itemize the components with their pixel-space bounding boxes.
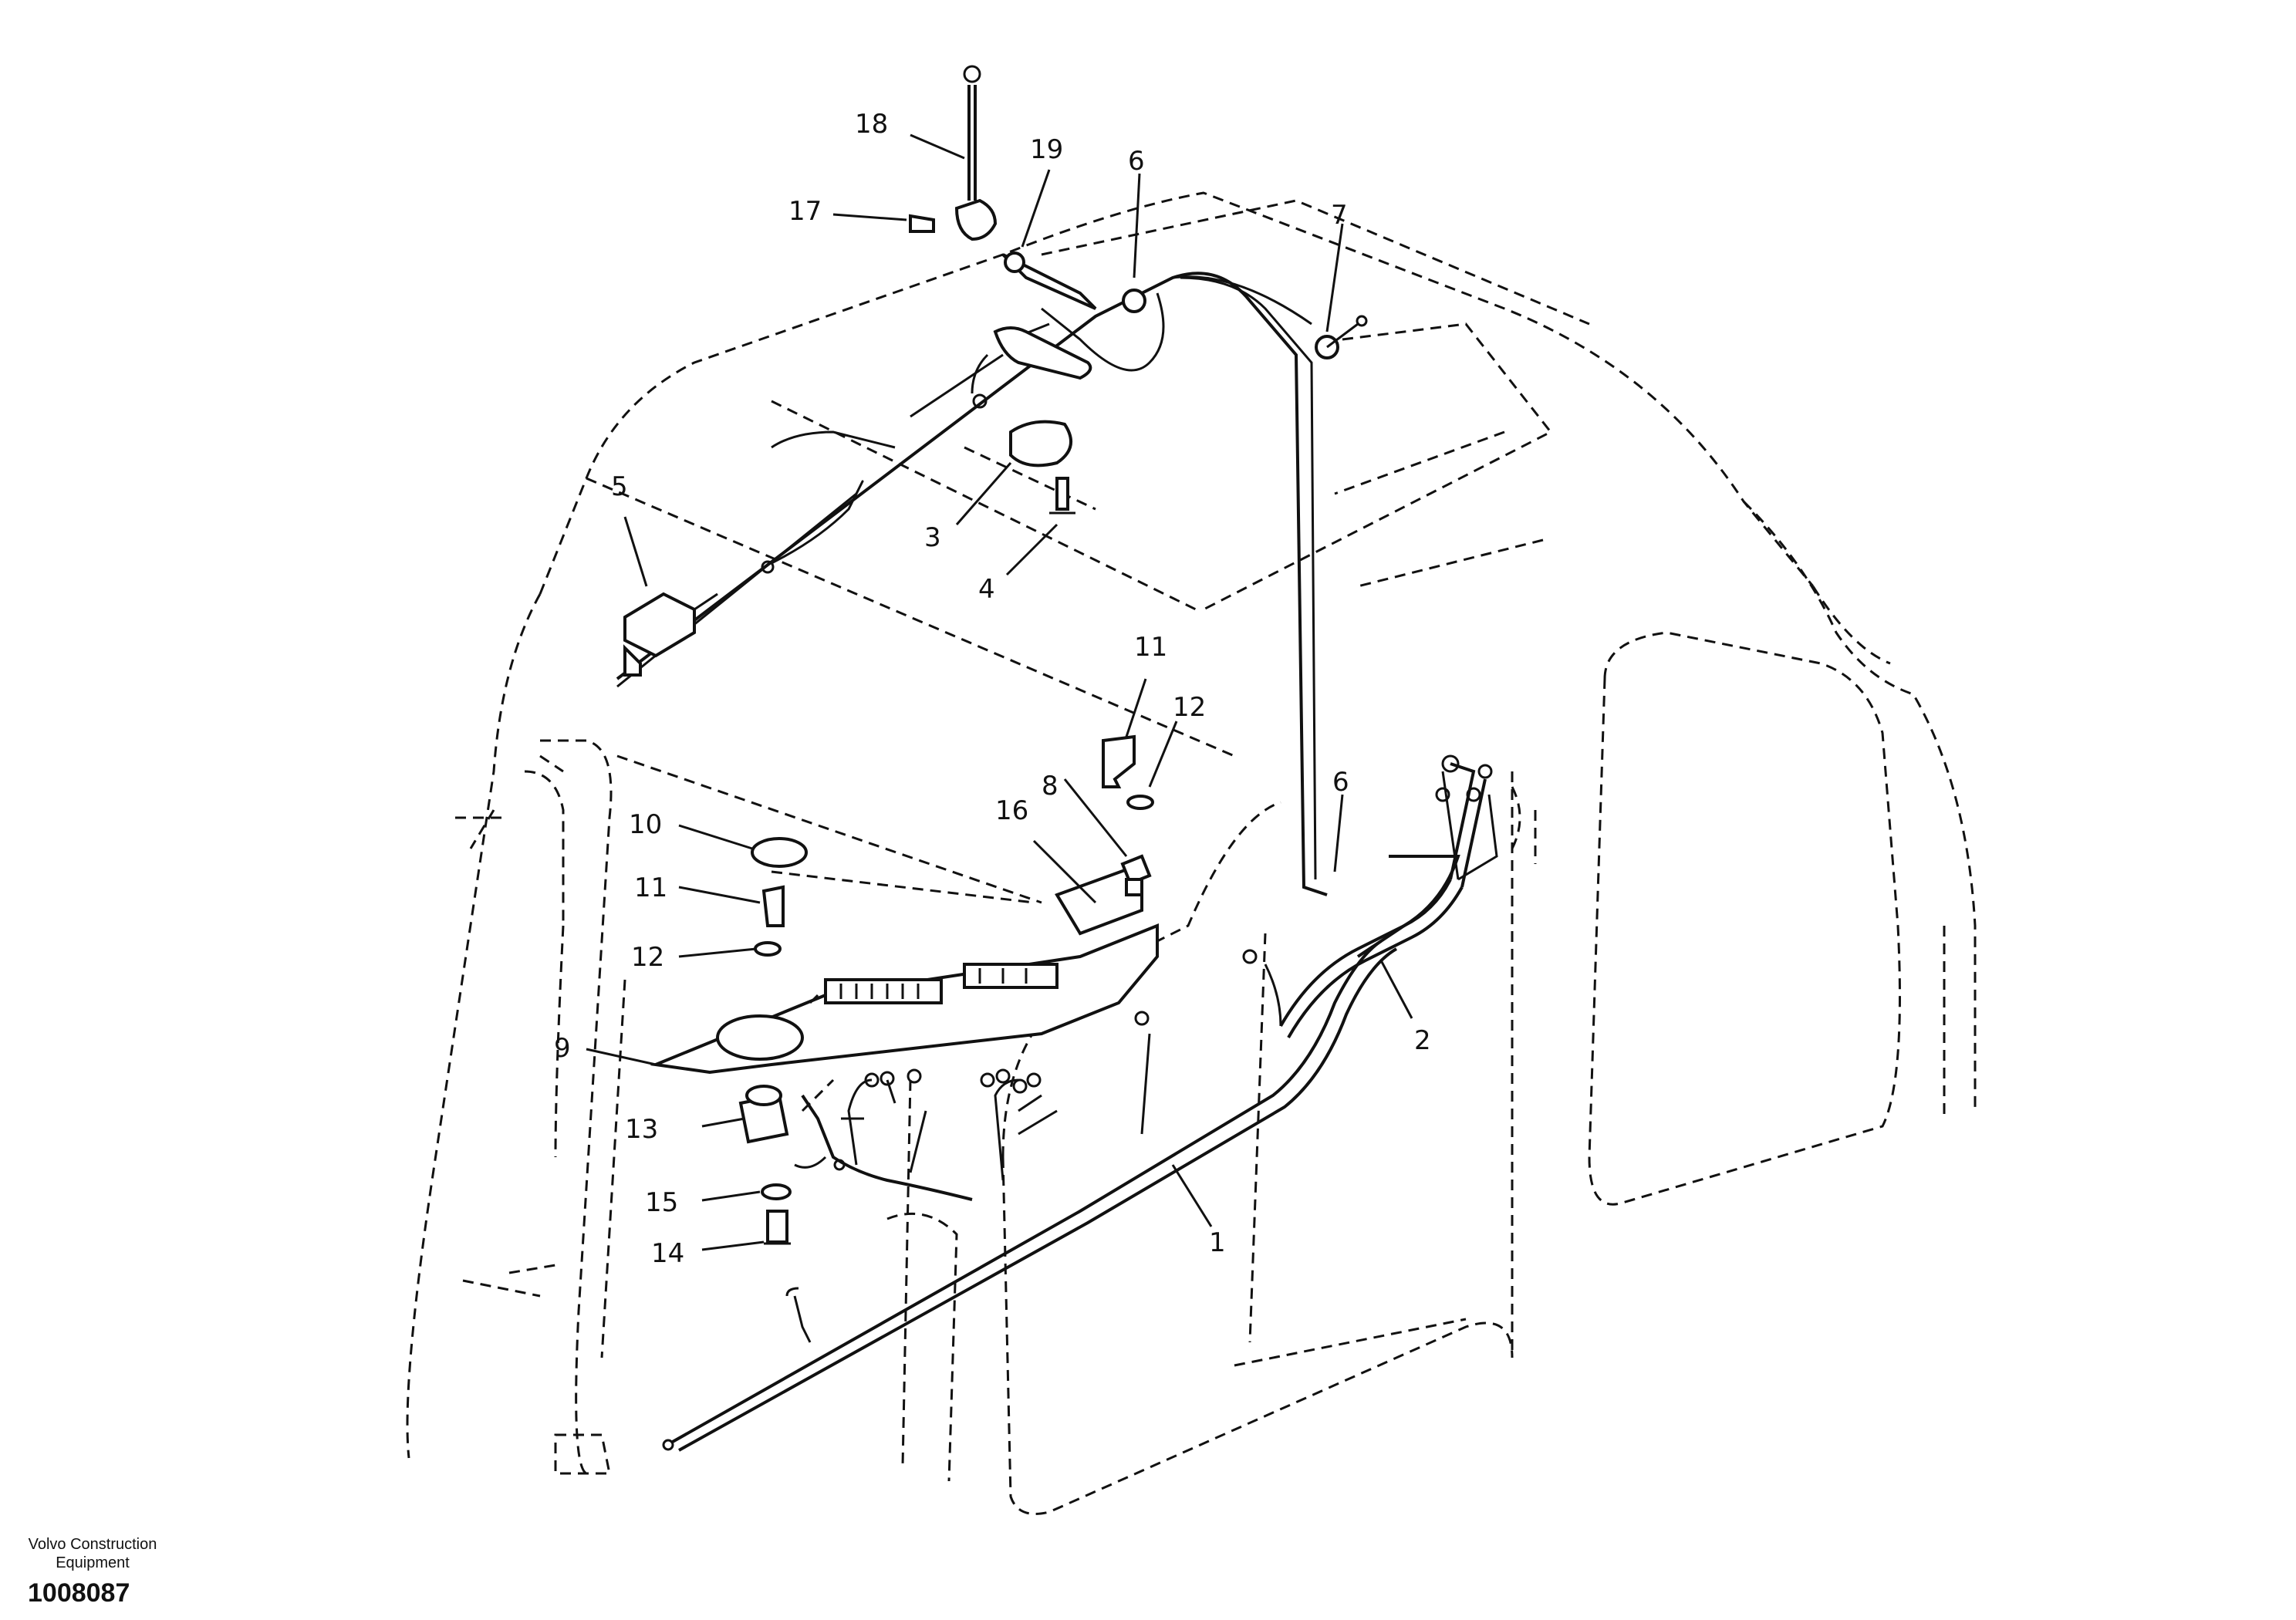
switch-5 [623, 592, 718, 677]
callout-19: 19 [1030, 134, 1063, 165]
callout-12-upper: 12 [1173, 692, 1206, 723]
harness-2 [1279, 754, 1498, 1038]
callout-18: 17 [788, 196, 822, 227]
callout-1: 1 [1209, 1227, 1226, 1258]
callout-16: 16 [995, 795, 1028, 826]
callout-11-upper: 11 [1134, 632, 1167, 663]
callout-6-top: 6 [1128, 146, 1145, 177]
document-number: 1008087 [28, 1578, 130, 1608]
callout-12-lower: 12 [631, 942, 664, 973]
callout-10: 10 [629, 809, 662, 840]
callout-5: 5 [611, 471, 628, 502]
callout-15: 15 [645, 1187, 678, 1218]
callout-17: 18 [855, 109, 888, 140]
callout-8: 8 [1042, 771, 1059, 802]
callout-4: 4 [978, 574, 995, 605]
callout-11-lower: 11 [634, 872, 667, 903]
callout-2: 2 [1414, 1025, 1431, 1056]
callout-6-lower: 6 [1332, 767, 1349, 798]
leader-lines [586, 133, 1413, 1251]
company-line-1: Volvo Construction [28, 1536, 157, 1553]
console-panel [650, 734, 1159, 1245]
callout-14: 14 [651, 1238, 684, 1269]
callout-13: 13 [625, 1114, 658, 1145]
callout-3: 3 [924, 522, 941, 553]
company-line-2: Equipment [56, 1554, 130, 1571]
company-name: Volvo Construction Equipment [15, 1535, 170, 1572]
harness-1 [662, 940, 1398, 1452]
cab-outline [406, 191, 1977, 1515]
callout-9: 9 [554, 1033, 571, 1064]
roof-harness [616, 272, 1368, 896]
callouts: 18 19 6 7 17 5 3 4 11 12 6 8 16 10 11 12… [554, 109, 1431, 1269]
antenna-assembly [909, 65, 1097, 515]
callout-7: 7 [1331, 200, 1348, 231]
